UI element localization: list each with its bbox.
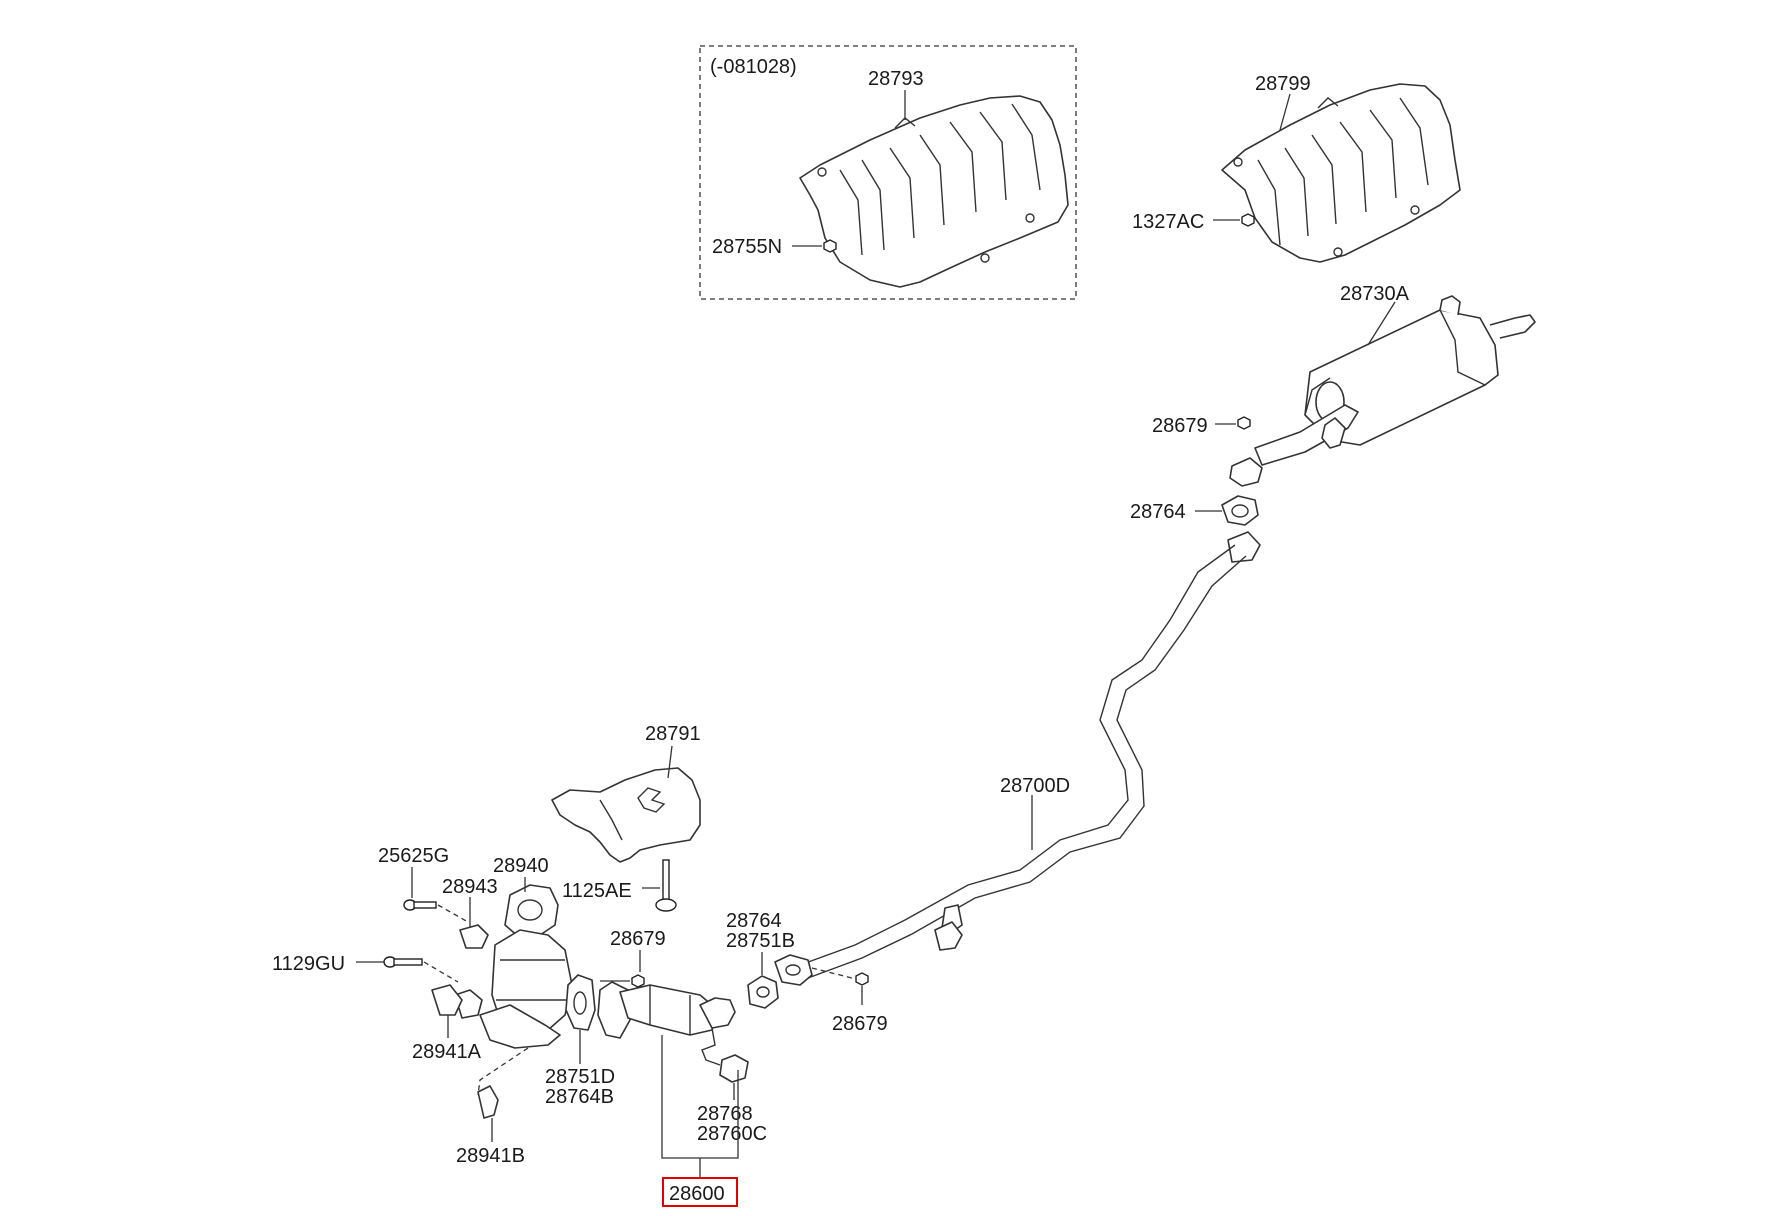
label-28679-mid: 28679 (832, 1013, 888, 1035)
label-28751D: 28751D (545, 1066, 615, 1088)
label-1129GU: 1129GU (272, 953, 345, 975)
label-1327AC: 1327AC (1132, 211, 1204, 233)
bracket-28941A[interactable] (431, 984, 463, 1016)
bolt-1129GU[interactable] (383, 956, 423, 968)
nut-1327AC[interactable] (1241, 213, 1255, 227)
label-28764-front: 28764 (726, 910, 782, 932)
nut-28679-mid[interactable] (855, 972, 869, 986)
nut-28679-front[interactable] (631, 974, 645, 988)
label-28751B: 28751B (726, 930, 795, 952)
label-28764B: 28764B (545, 1086, 614, 1108)
front-pipe-28600[interactable] (597, 981, 749, 1083)
center-pipe-28700D[interactable] (774, 531, 1261, 986)
label-28755N: 28755N (712, 236, 782, 258)
label-28730A: 28730A (1340, 283, 1410, 305)
label-28793: 28793 (868, 68, 924, 90)
label-28940: 28940 (493, 855, 549, 877)
label-28768: 28768 (697, 1103, 753, 1125)
label-28764-rear: 28764 (1130, 501, 1186, 523)
label-28679-rear: 28679 (1152, 415, 1208, 437)
label-28700D: 28700D (1000, 775, 1070, 797)
bolt-1125AE[interactable] (655, 859, 677, 912)
gasket-28764-front[interactable] (747, 975, 779, 1009)
label-28600[interactable]: 28600 (669, 1183, 725, 1205)
label-28799: 28799 (1255, 73, 1311, 95)
nut-28755N[interactable] (823, 239, 837, 253)
bolt-25625G[interactable] (403, 899, 437, 911)
heat-shield-28799[interactable] (1221, 83, 1461, 263)
label-28791: 28791 (645, 723, 701, 745)
label-28941B: 28941B (456, 1145, 525, 1167)
group-note: (-081028) (710, 56, 797, 78)
nut-28679-rear[interactable] (1237, 416, 1251, 430)
label-28941A: 28941A (412, 1041, 482, 1063)
bracket-28941B[interactable] (477, 1085, 499, 1119)
gasket-28764-rear[interactable] (1221, 495, 1259, 526)
muffler-28730A[interactable] (1229, 295, 1536, 487)
exhaust-manifold-28940[interactable] (454, 884, 573, 1049)
highlight-box-28600 (662, 1177, 738, 1207)
gasket-28751D[interactable] (565, 974, 596, 1031)
label-28760C: 28760C (697, 1123, 767, 1145)
label-28679-front: 28679 (610, 928, 666, 950)
heat-shield-28791[interactable] (551, 767, 701, 863)
heat-shield-28793[interactable] (799, 95, 1069, 288)
label-1125AE: 1125AE (562, 880, 632, 902)
label-25625G: 25625G (378, 845, 449, 867)
label-28943: 28943 (442, 876, 498, 898)
